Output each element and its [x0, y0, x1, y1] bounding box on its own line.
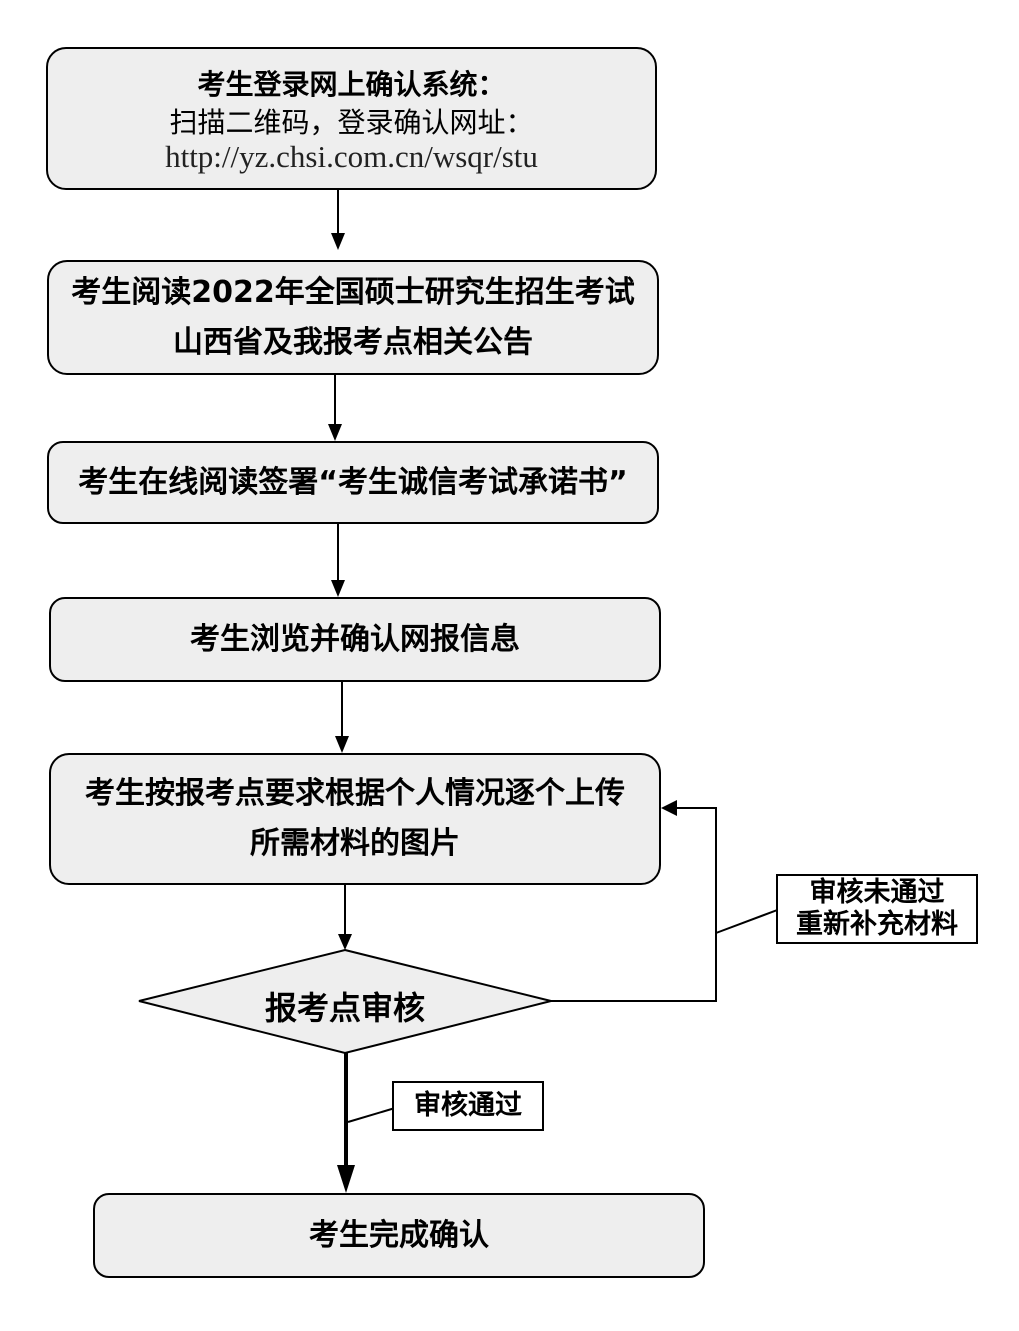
- step-browse-confirm-text: 考生浏览并确认网报信息: [190, 621, 520, 657]
- step-read-notice-line1: 考生阅读2022年全国硕士研究生招生考试: [71, 274, 635, 310]
- step-complete-text: 考生完成确认: [309, 1217, 489, 1253]
- arrow-read-to-sign: [328, 375, 342, 441]
- passed-callout-line: [347, 1107, 396, 1123]
- step-upload-line1: 考生按报考点要求根据个人情况逐个上传: [85, 776, 625, 811]
- note-rejected-line2: 重新补充材料: [796, 909, 958, 940]
- step-login-instruction: 扫描二维码，登录确认网址：: [169, 105, 534, 139]
- arrow-review-loop-back: [551, 800, 717, 1002]
- step-sign-pledge-text: 考生在线阅读签署“考生诚信考试承诺书”: [78, 464, 628, 500]
- rejected-callout-line: [715, 908, 781, 934]
- step-complete-box: 考生完成确认: [93, 1193, 705, 1278]
- note-passed: 审核通过: [392, 1081, 544, 1131]
- arrow-review-to-complete: [337, 1053, 355, 1193]
- step-browse-confirm-box: 考生浏览并确认网报信息: [49, 597, 661, 682]
- arrow-upload-to-review: [338, 885, 352, 950]
- step-review-label: 报考点审核: [264, 989, 425, 1027]
- arrow-login-to-read: [331, 190, 345, 250]
- step-sign-pledge-box: 考生在线阅读签署“考生诚信考试承诺书”: [47, 441, 659, 524]
- note-rejected: 审核未通过 重新补充材料: [776, 874, 978, 944]
- note-rejected-line1: 审核未通过: [809, 877, 945, 908]
- step-upload-line2: 所需材料的图片: [250, 826, 460, 861]
- arrow-browse-to-upload: [335, 682, 349, 753]
- step-read-notice-line2: 山西省及我报考点相关公告: [173, 324, 533, 360]
- step-login-url: http://yz.chsi.com.cn/wsqr/stu: [165, 138, 538, 174]
- step-upload-box: 考生按报考点要求根据个人情况逐个上传 所需材料的图片: [49, 753, 661, 885]
- step-login-box: 考生登录网上确认系统： 扫描二维码，登录确认网址： http://yz.chsi…: [46, 47, 657, 190]
- note-passed-text: 审核通过: [414, 1090, 522, 1121]
- step-login-title: 考生登录网上确认系统：: [197, 67, 506, 101]
- arrow-sign-to-browse: [331, 524, 345, 597]
- step-read-notice-box: 考生阅读2022年全国硕士研究生招生考试 山西省及我报考点相关公告: [47, 260, 659, 375]
